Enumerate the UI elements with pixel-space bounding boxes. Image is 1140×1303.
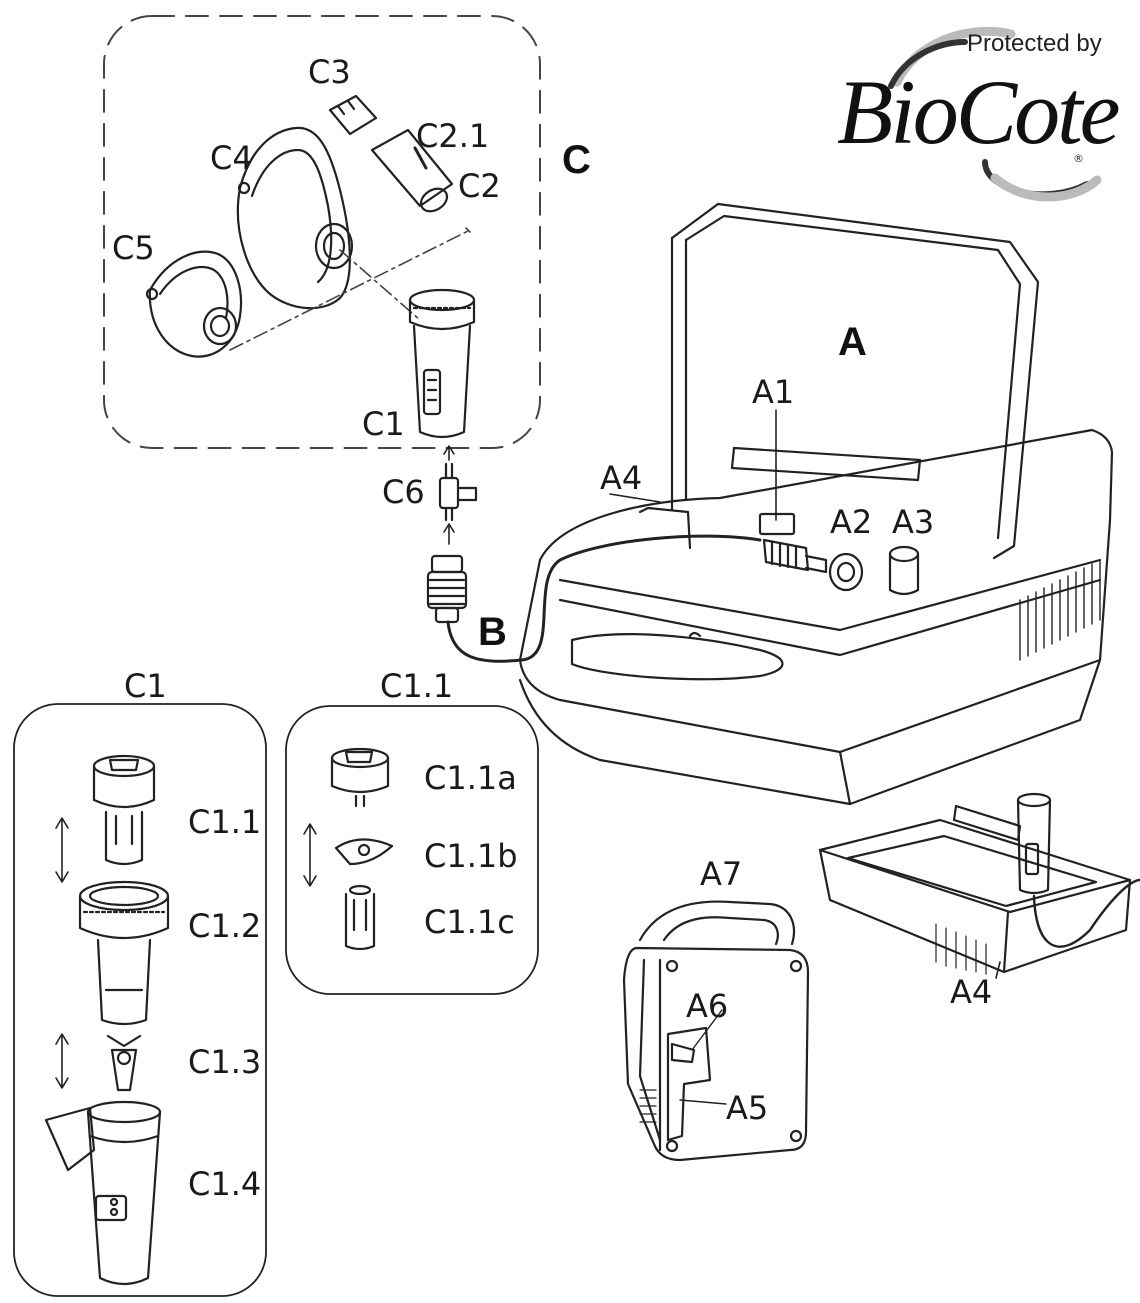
logo-registered-mark: ® bbox=[1073, 152, 1084, 165]
label-c6: C6 bbox=[382, 473, 425, 511]
panel-c11-part-c: C1.1c bbox=[424, 903, 515, 941]
panel-c11-arrow bbox=[303, 823, 317, 887]
c2-mouthpiece-shape bbox=[370, 128, 454, 213]
label-c2-1: C2.1 bbox=[416, 117, 490, 155]
label-a4-bottom: A4 bbox=[950, 973, 993, 1011]
section-label-a: A bbox=[838, 320, 867, 364]
section-label-c: C bbox=[562, 138, 591, 182]
panel-c11-part-b: C1.1b bbox=[424, 837, 518, 875]
panel-c1-arrows bbox=[55, 817, 69, 1089]
c1-3-baffle-shape bbox=[106, 1034, 142, 1092]
section-label-b: B bbox=[478, 610, 507, 654]
biocote-logo: Protected by BioCote ® bbox=[835, 20, 1125, 210]
panel-c1-part-3: C1.3 bbox=[188, 1043, 262, 1081]
compressor-unit-shape bbox=[518, 202, 1114, 806]
c1-nebulizer-shape bbox=[408, 288, 476, 439]
label-c2: C2 bbox=[458, 167, 501, 205]
panel-c11-part-a: C1.1a bbox=[424, 759, 517, 797]
c1-1a-top-shape bbox=[330, 747, 390, 808]
label-a3: A3 bbox=[892, 503, 935, 541]
c4-adult-mask-shape bbox=[236, 126, 354, 310]
carry-case-shape bbox=[622, 900, 810, 1162]
label-a1: A1 bbox=[752, 373, 795, 411]
leader-lines-a bbox=[609, 409, 777, 521]
c1-4-cup-shape bbox=[44, 1100, 162, 1286]
air-tube bbox=[446, 534, 762, 663]
c1-1-top-assembly-shape bbox=[92, 754, 156, 866]
panel-c1-part-1: C1.1 bbox=[188, 803, 262, 841]
label-a7: A7 bbox=[700, 855, 743, 893]
panel-c1-frame bbox=[13, 703, 267, 1297]
panel-c1-part-2: C1.2 bbox=[188, 907, 262, 945]
label-a4-top: A4 bbox=[600, 459, 643, 497]
label-c4: C4 bbox=[210, 139, 253, 177]
panel-c11-title: C1.1 bbox=[380, 667, 454, 705]
arrow-b-to-c6 bbox=[443, 523, 455, 545]
label-a2: A2 bbox=[830, 503, 873, 541]
label-a5: A5 bbox=[726, 1089, 769, 1127]
c3-mouthpiece-clip-shape bbox=[328, 94, 378, 136]
c5-child-mask-shape bbox=[145, 250, 243, 358]
panel-c1-title: C1 bbox=[124, 667, 167, 705]
label-c1: C1 bbox=[362, 405, 405, 443]
label-c3: C3 bbox=[308, 53, 351, 91]
logo-swoosh-icon bbox=[888, 26, 1102, 202]
c6-t-connector-shape bbox=[438, 462, 478, 522]
accessory-group-frame bbox=[103, 15, 541, 449]
logo-tagline: Protected by bbox=[967, 30, 1102, 57]
c1-1b-disc-shape bbox=[334, 838, 394, 866]
arrow-c6-to-c1 bbox=[443, 445, 455, 461]
b-tube-connector-shape bbox=[426, 554, 468, 624]
leader-line-a4-bottom bbox=[995, 961, 1001, 979]
logo-brand: BioCote bbox=[837, 61, 1121, 163]
assembly-lines bbox=[229, 227, 471, 351]
label-c5: C5 bbox=[112, 229, 155, 267]
c1-2-cap-shape bbox=[78, 880, 170, 1026]
label-a6: A6 bbox=[686, 987, 729, 1025]
compressor-small-view-shape bbox=[818, 792, 1140, 975]
panel-c1-part-4: C1.4 bbox=[188, 1165, 262, 1203]
panel-c11-frame bbox=[285, 705, 539, 995]
c1-1c-nozzle-shape bbox=[344, 884, 376, 951]
